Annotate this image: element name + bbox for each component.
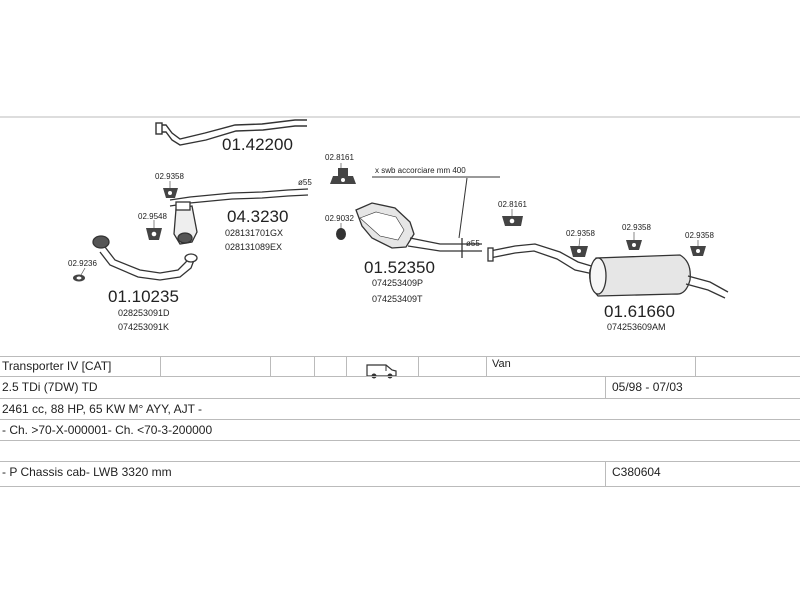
part-ref-028131701gx: 028131701GX bbox=[225, 228, 284, 238]
vehicle-specs: 2461 cc, 88 HP, 65 KW M° AYY, AJT - bbox=[2, 402, 203, 416]
fitting-label-02-9358-a: 02.9358 bbox=[155, 172, 184, 181]
table-col-divider bbox=[605, 376, 606, 398]
fitting-label-02-9358-b: 02.9358 bbox=[566, 229, 595, 238]
middle-silencer-01-52350 bbox=[355, 202, 482, 258]
part-ref-074253409t: 074253409T bbox=[372, 294, 423, 304]
part-number-04-3230: 04.3230 bbox=[227, 207, 289, 226]
table-col-divider bbox=[486, 356, 487, 376]
table-row-divider bbox=[0, 461, 800, 462]
fitting-label-02-9358-d: 02.9358 bbox=[685, 231, 714, 240]
diameter-label-2: ø55 bbox=[466, 239, 480, 248]
clamp-02-9358-b bbox=[570, 246, 588, 257]
table-col-divider bbox=[418, 356, 419, 376]
part-number-01-52350: 01.52350 bbox=[364, 258, 435, 277]
vehicle-years: 05/98 - 07/03 bbox=[612, 380, 683, 394]
fitting-label-02-9548: 02.9548 bbox=[138, 212, 167, 221]
part-number-01-42200: 01.42200 bbox=[222, 135, 293, 154]
catalyst-04-3230 bbox=[169, 188, 309, 245]
table-bottom-border bbox=[0, 486, 800, 487]
table-row-divider bbox=[0, 419, 800, 420]
shortening-note: x swb accorciare mm 400 bbox=[375, 166, 466, 175]
clamp-02-9358-c bbox=[626, 240, 642, 250]
rear-silencer-01-61660 bbox=[487, 243, 729, 299]
ring-02-9032 bbox=[336, 228, 346, 240]
diameter-label-1: ø55 bbox=[298, 178, 312, 187]
fitting-label-02-9358-c: 02.9358 bbox=[622, 223, 651, 232]
vehicle-model: Transporter IV [CAT] bbox=[2, 359, 112, 373]
part-number-01-10235: 01.10235 bbox=[108, 287, 179, 306]
table-top-border bbox=[0, 356, 800, 357]
fitting-label-02-9236: 02.9236 bbox=[68, 259, 97, 268]
part-ref-074253409p: 074253409P bbox=[372, 278, 424, 288]
table-col-divider bbox=[314, 356, 315, 376]
table-row-divider bbox=[0, 398, 800, 399]
part-ref-074253609am: 074253609AM bbox=[607, 322, 666, 332]
vehicle-chassis-range: - Ch. >70-X-000001- Ch. <70-3-200000 bbox=[2, 423, 213, 437]
vehicle-code: C380604 bbox=[612, 465, 661, 479]
fitting-label-02-8161-b: 02.8161 bbox=[498, 200, 527, 209]
fitting-label-02-8161-a: 02.8161 bbox=[325, 153, 354, 162]
table-col-divider bbox=[695, 356, 696, 376]
leader-lines bbox=[80, 163, 699, 276]
part-number-01-61660: 01.61660 bbox=[604, 302, 675, 321]
note-leader bbox=[372, 176, 500, 239]
part-ref-074253091k: 074253091K bbox=[118, 322, 170, 332]
table-row-divider bbox=[0, 440, 800, 441]
pipe-01-42200 bbox=[155, 119, 307, 146]
vehicle-engine: 2.5 TDi (7DW) TD bbox=[2, 380, 98, 394]
hanger-02-8161-b bbox=[502, 216, 523, 226]
table-col-divider bbox=[605, 461, 606, 486]
vehicle-body-type: Van bbox=[492, 358, 511, 370]
front-pipe-01-10235 bbox=[92, 235, 198, 281]
table-col-divider bbox=[160, 356, 161, 376]
gasket-02-9236 bbox=[73, 274, 85, 282]
clamp-02-9548 bbox=[146, 228, 162, 240]
fitting-label-02-9032: 02.9032 bbox=[325, 214, 354, 223]
hanger-02-8161-a bbox=[330, 168, 356, 184]
table-row-divider bbox=[0, 376, 800, 377]
part-ref-028253091d: 028253091D bbox=[118, 308, 170, 318]
vehicle-variant: - P Chassis cab- LWB 3320 mm bbox=[2, 465, 172, 479]
table-col-divider bbox=[270, 356, 271, 376]
table-col-divider bbox=[346, 356, 347, 376]
clamp-02-9358-a bbox=[163, 188, 178, 198]
part-ref-028131089ex: 028131089EX bbox=[225, 242, 283, 252]
clamp-02-9358-d bbox=[690, 246, 706, 256]
